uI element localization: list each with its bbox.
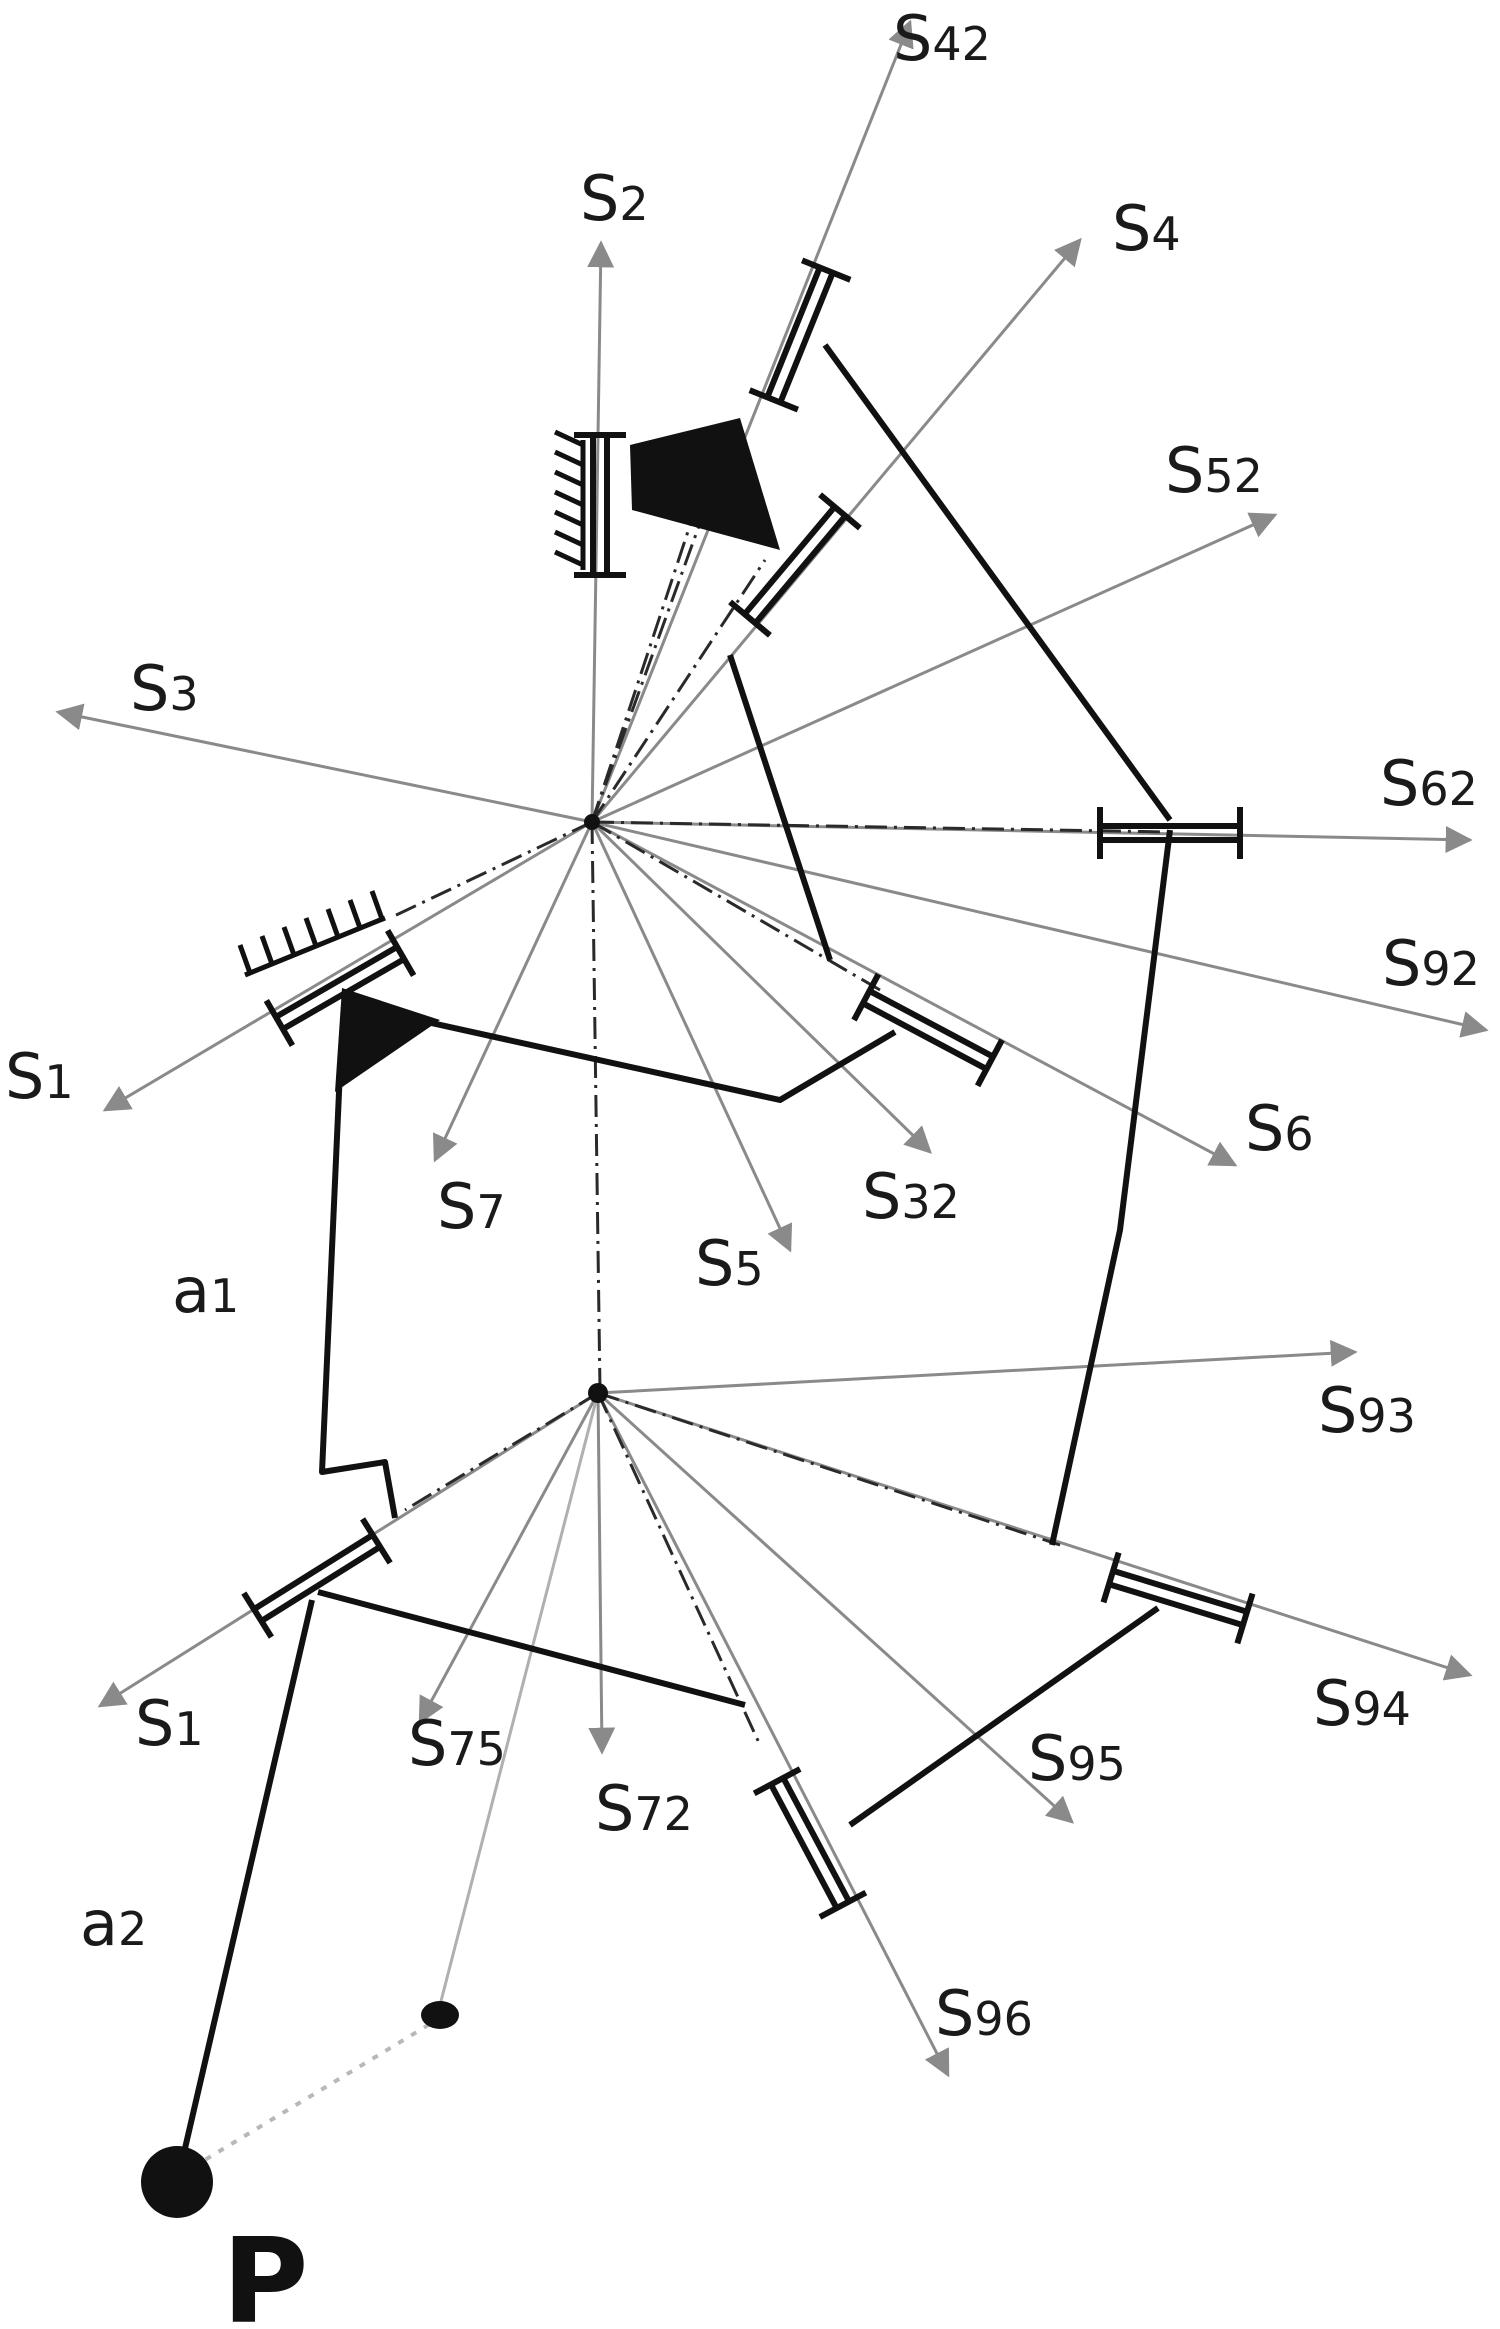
axis-s75	[418, 1392, 600, 1725]
axis-s42	[590, 19, 914, 823]
axis-s92	[591, 820, 1489, 1038]
label-s5: S5	[695, 1227, 764, 1300]
link-a1	[319, 1069, 398, 1519]
label-s1-top: S1	[5, 1040, 74, 1113]
axis-s32	[590, 820, 932, 1154]
label-s6: S6	[1245, 1092, 1314, 1165]
upper-center-point	[584, 814, 600, 830]
joint-s1-bottom	[244, 1519, 390, 1637]
label-s96: S96	[935, 1977, 1033, 2050]
label-s4: S4	[1112, 192, 1181, 265]
label-s72: S72	[595, 1772, 693, 1845]
label-a2: a2	[80, 1887, 147, 1960]
axis-s72	[588, 1392, 616, 1755]
lower-center-point	[588, 1383, 608, 1403]
lower-axis-bundle	[97, 1339, 1473, 2078]
axis-s93	[597, 1339, 1358, 1395]
link-horizontal-mid	[349, 1002, 897, 1103]
axis-s1-top	[102, 820, 593, 1112]
left-triangle-link	[335, 988, 440, 1092]
label-s1-bottom: S1	[135, 1687, 204, 1760]
label-s42: S42	[893, 2, 991, 75]
label-s3: S3	[130, 652, 199, 725]
upper-axis-bundle	[55, 19, 1489, 1253]
label-a1: a1	[172, 1254, 239, 1327]
label-s62: S62	[1380, 747, 1478, 820]
link-a2	[177, 1599, 315, 2171]
ground-hatch-top	[553, 429, 586, 570]
joint-s96	[754, 1769, 866, 1917]
label-s93: S93	[1318, 1374, 1416, 1447]
label-s52: S52	[1165, 434, 1263, 507]
link-lower-left	[317, 1589, 746, 1708]
label-s94: S94	[1313, 1667, 1411, 1740]
axis-s6	[591, 820, 1238, 1167]
label-s32: S32	[862, 1160, 960, 1233]
axis-s5	[590, 821, 793, 1253]
lower-dashdot-lines	[404, 1391, 1061, 1746]
label-p: P	[222, 2212, 308, 2329]
end-effector-point	[141, 2146, 213, 2218]
label-s2: S2	[580, 162, 649, 235]
ground-hatch-left	[237, 890, 386, 978]
upper-triangle-link	[630, 418, 780, 550]
label-s92: S92	[1382, 927, 1480, 1000]
links	[177, 343, 1173, 2171]
link-upper-right	[822, 343, 1173, 822]
axis-s2	[587, 240, 615, 823]
axis-s7	[432, 821, 594, 1163]
link-upper-mid	[727, 654, 833, 961]
axis-to-offset-point	[438, 1392, 600, 2006]
label-s7: S7	[437, 1170, 506, 1243]
label-s75: S75	[408, 1707, 506, 1780]
label-s95: S95	[1028, 1722, 1126, 1795]
offset-point	[421, 2001, 459, 2029]
link-lower-right	[848, 1605, 1160, 1828]
axis-s94	[597, 1391, 1473, 1681]
upper-dashdot-lines	[389, 439, 1171, 1391]
axis-s96	[596, 1392, 950, 2078]
axis-s3	[55, 703, 593, 824]
axis-s95	[596, 1391, 1075, 1824]
dotted-offset-line	[178, 2016, 442, 2177]
link-right-vertical	[1049, 829, 1173, 1546]
axis-s52	[591, 512, 1278, 824]
